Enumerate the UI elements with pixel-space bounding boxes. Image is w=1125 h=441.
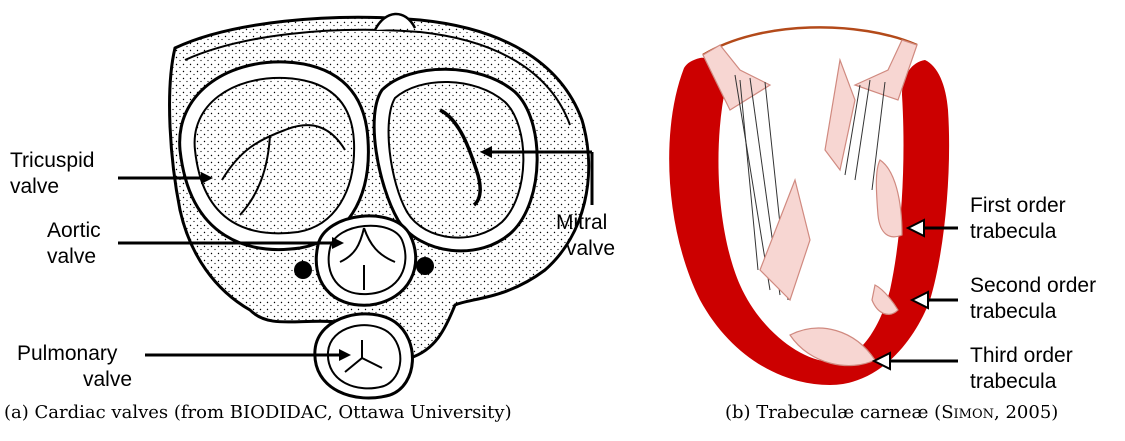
top-arc bbox=[703, 27, 917, 55]
first-order-trabecula bbox=[876, 160, 902, 237]
caption-panel-a: (a) Cardiac valves (from BIODIDAC, Ottaw… bbox=[4, 402, 512, 423]
cardiac-valves-drawing bbox=[0, 0, 600, 400]
caption-panel-b: (b) Trabeculæ carneæ (Simon, 2005) bbox=[725, 402, 1058, 423]
